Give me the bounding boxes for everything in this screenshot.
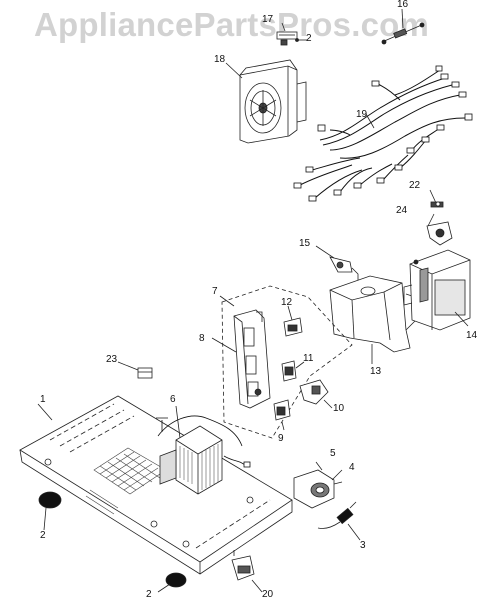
part-9-micro-switch <box>273 399 291 431</box>
callout-10: 10 <box>333 403 345 414</box>
part-1-base-plate <box>19 395 293 575</box>
part-11-micro-switch <box>281 360 305 382</box>
callout-24: 24 <box>396 205 408 216</box>
part-24-thermostat-bracket <box>426 213 453 246</box>
callout-4: 4 <box>349 462 355 473</box>
callout-labels: 16 17 2 18 19 22 24 15 7 12 8 14 23 11 1… <box>40 0 478 600</box>
callout-15: 15 <box>299 238 311 249</box>
callout-3: 3 <box>360 540 366 551</box>
callout-23: 23 <box>106 354 118 365</box>
callout-16: 16 <box>397 0 409 10</box>
part-2-foot-left <box>38 491 62 531</box>
callout-12: 12 <box>281 297 293 308</box>
part-2-foot-bottom <box>157 572 187 593</box>
part-4-hv-capacitor <box>293 461 343 509</box>
part-7-latch-assembly-outline <box>219 285 353 439</box>
callout-1: 1 <box>40 394 46 405</box>
part-10-actuator-lever <box>299 379 333 409</box>
part-22-thermostat <box>429 189 444 208</box>
callout-6: 6 <box>170 394 176 405</box>
callout-20: 20 <box>262 589 274 600</box>
callout-9: 9 <box>278 433 284 444</box>
callout-5: 5 <box>330 448 336 459</box>
callout-14: 14 <box>466 330 478 341</box>
callout-2-left: 2 <box>40 530 46 541</box>
part-15-sensor <box>315 245 359 282</box>
callout-7: 7 <box>212 286 218 297</box>
part-18-fan-assembly <box>225 59 307 144</box>
callout-13: 13 <box>370 366 382 377</box>
callout-2-top: 2 <box>306 33 312 44</box>
callout-22: 22 <box>409 180 421 191</box>
callout-2-bottom: 2 <box>146 589 152 600</box>
part-3-hv-diode <box>317 501 361 541</box>
callout-19: 19 <box>356 109 368 120</box>
part-17-bracket <box>276 22 298 46</box>
callout-8: 8 <box>199 333 205 344</box>
callout-11: 11 <box>303 353 314 364</box>
callout-18: 18 <box>214 54 226 65</box>
part-16-fuse <box>381 8 425 45</box>
harness-connectors <box>293 65 473 202</box>
watermark-text: AppliancePartsPros.com <box>34 6 430 43</box>
base-vent-grid <box>85 447 167 515</box>
callout-17: 17 <box>262 14 274 25</box>
part-6-magnetron <box>159 405 223 495</box>
part-20-connector <box>231 550 263 593</box>
part-8-switch-bracket <box>211 309 271 409</box>
part-13-air-duct <box>329 275 419 364</box>
base-wiring <box>156 415 251 468</box>
part-23-clip <box>117 361 153 379</box>
part-12-micro-switch <box>283 305 303 337</box>
part-14-transformer <box>403 249 471 331</box>
part-2-screw-top <box>295 38 307 42</box>
